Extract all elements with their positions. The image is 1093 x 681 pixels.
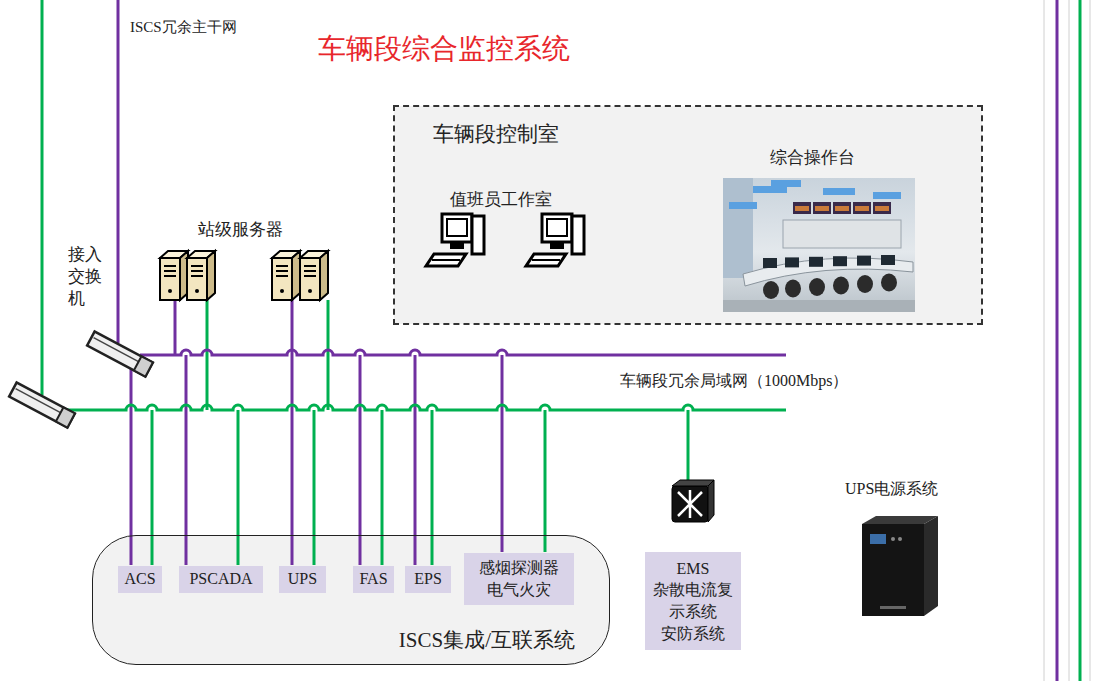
iscs-region: ISCS集成/互联系统 ACS PSCADA UPS FAS EPS 感烟探测器 电气火灾 xyxy=(92,535,610,665)
backbone-line xyxy=(1056,0,1059,681)
subsystem-box: ACS xyxy=(118,566,162,593)
backbone-line xyxy=(1079,0,1082,681)
node-label: 感烟探测器 电气火灾 xyxy=(469,557,569,600)
lan-bus xyxy=(62,405,786,410)
control-room-photo xyxy=(723,178,915,312)
ems-box: EMS杂散电流复示系统安防系统 xyxy=(645,552,741,650)
computer-icon xyxy=(426,214,484,266)
computer-icon xyxy=(526,214,584,266)
network-wire xyxy=(414,355,417,565)
network-wire xyxy=(174,300,177,355)
backbone-line xyxy=(1090,0,1091,681)
network-wire xyxy=(206,300,209,410)
trunk-line xyxy=(117,0,120,343)
subsystem-box: FAS xyxy=(353,566,394,593)
node-label: EMS xyxy=(650,558,736,580)
subsystem-box: 感烟探测器 电气火灾 xyxy=(464,553,574,605)
network-wire xyxy=(501,355,504,552)
group-label: 站级服务器 xyxy=(198,219,283,240)
device-label: UPS电源系统 xyxy=(845,479,938,499)
node-label: ISCS集成/互联系统 xyxy=(399,627,575,654)
switch-icon xyxy=(87,331,153,376)
diagram-title: 车辆段综合监控系统 xyxy=(318,30,570,68)
network-wire xyxy=(185,355,188,565)
network-wire xyxy=(687,410,690,486)
network-wire xyxy=(544,410,547,552)
node-label: 车辆段控制室 xyxy=(433,121,981,148)
network-wire xyxy=(313,410,316,565)
network-wire xyxy=(237,410,240,565)
network-wire xyxy=(151,410,154,565)
server-icon xyxy=(300,251,328,300)
server-icon xyxy=(187,251,215,300)
backbone-line xyxy=(1069,0,1070,681)
switch-icon xyxy=(9,382,75,427)
device-label: 接入交换机 xyxy=(68,244,104,310)
room-label: 值班员工作室 xyxy=(450,189,552,210)
lan-bus xyxy=(140,350,786,355)
subsystem-box: UPS xyxy=(279,566,326,593)
network-wire xyxy=(130,355,133,565)
node-label: 安防系统 xyxy=(650,623,736,645)
network-wire xyxy=(359,355,362,565)
node-label: 杂散电流复示系统 xyxy=(650,579,736,622)
server-icon xyxy=(160,251,188,300)
control-room-region: 车辆段控制室 xyxy=(393,105,983,325)
ups-unit-icon xyxy=(862,516,938,616)
trunk-line xyxy=(41,0,44,395)
room-label: 综合操作台 xyxy=(770,147,855,168)
network-label: 车辆段冗余局域网（1000Mbps） xyxy=(620,371,848,391)
backbone-line xyxy=(1044,0,1045,681)
node-label: UPS xyxy=(288,569,317,590)
node-label: ACS xyxy=(124,569,155,590)
network-wire xyxy=(291,355,294,565)
subsystem-box: PSCADA xyxy=(179,566,263,593)
node-label: FAS xyxy=(359,569,387,590)
node-label: EPS xyxy=(414,569,442,590)
network-label: ISCS冗余主干网 xyxy=(130,18,237,37)
network-wire xyxy=(381,410,384,565)
network-wire xyxy=(291,300,294,355)
control-room-fill xyxy=(394,106,982,324)
subsystem-box: EPS xyxy=(405,566,451,593)
network-wire xyxy=(431,410,434,565)
node-label: PSCADA xyxy=(189,569,252,590)
server-icon xyxy=(272,251,300,300)
iscs-region-fill xyxy=(93,536,609,664)
ems-device-icon xyxy=(672,480,714,522)
network-wire xyxy=(327,300,330,410)
